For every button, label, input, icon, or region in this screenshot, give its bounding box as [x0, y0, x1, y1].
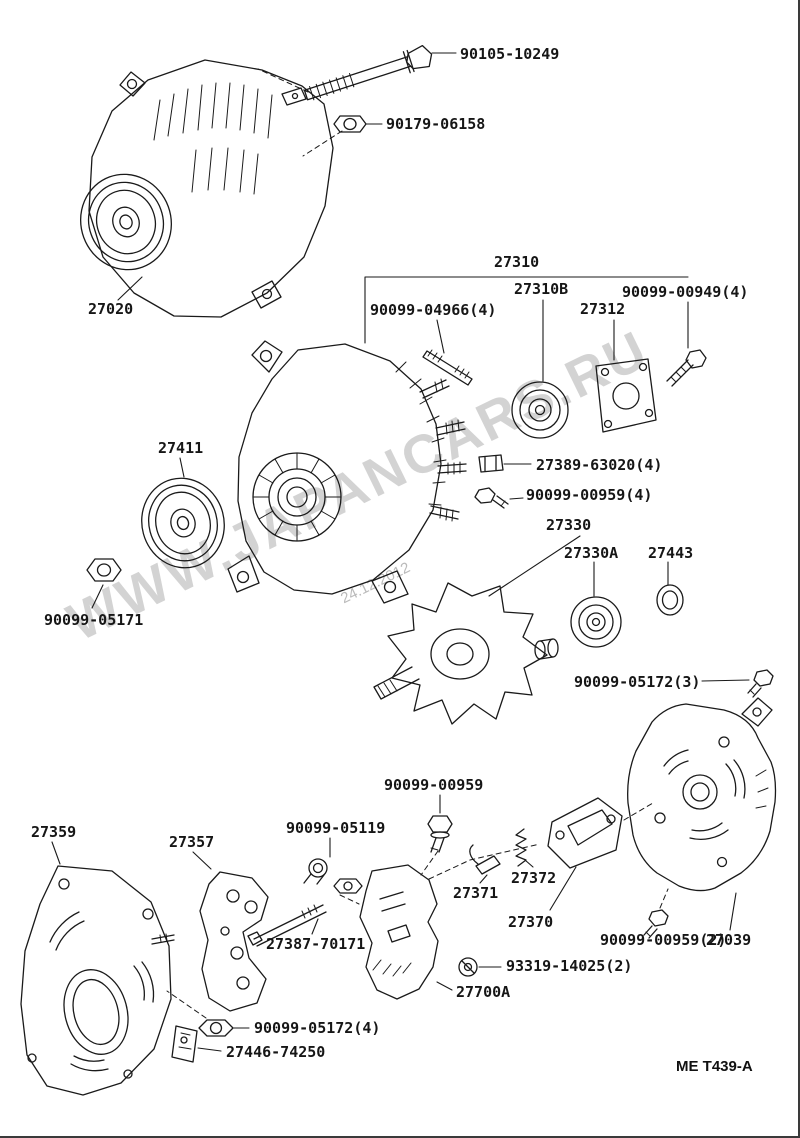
part-label-27700A: 27700A	[456, 983, 511, 1001]
screw-90099-00949-drawing	[666, 349, 707, 387]
part-label-27389-63020: 27389-63020(4)	[536, 456, 663, 474]
part-label-90105-10249: 90105-10249	[460, 45, 560, 63]
part-label-90099-00959: 90099-00959	[384, 776, 484, 794]
insulator-90099-05119-drawing	[303, 858, 363, 894]
rear-cover-27359-drawing	[20, 865, 175, 1096]
pulley-27411-drawing	[141, 477, 225, 569]
nut-90099-05171-drawing	[86, 558, 122, 582]
retainer-27312-drawing	[595, 358, 657, 433]
alternator-27020-drawing	[79, 59, 334, 318]
rear-housing-27039-drawing	[627, 697, 777, 892]
screw-90099-05172x3-drawing	[747, 669, 774, 698]
part-label-27312: 27312	[580, 300, 626, 318]
part-label-27330A: 27330A	[564, 544, 619, 562]
screw-90099-00959x4-drawing	[474, 487, 509, 509]
brush-27371-drawing	[469, 844, 501, 875]
bolt-90105-drawing	[303, 44, 433, 101]
nut-90179-drawing	[333, 115, 367, 133]
part-label-90099-05172x3: 90099-05172(3)	[574, 673, 701, 691]
dashed-assembly-lines	[166, 68, 669, 1019]
bearing-27310b-drawing	[511, 381, 569, 439]
part-label-90099-00959x4: 90099-00959(4)	[526, 486, 653, 504]
part-label-27371: 27371	[453, 884, 499, 902]
rectifier-27357-drawing	[199, 871, 269, 1012]
regulator-27700a-drawing	[359, 864, 439, 1000]
terminal-screw-93319-drawing	[458, 957, 478, 977]
seal-27443-drawing	[656, 584, 684, 616]
pulley-front-view	[79, 173, 173, 271]
spring-27372-drawing	[515, 828, 527, 867]
part-label-93319-14025: 93319-14025(2)	[506, 957, 633, 975]
part-label-27372: 27372	[511, 869, 557, 887]
part-label-27443: 27443	[648, 544, 694, 562]
part-label-90099-00949: 90099-00949(4)	[622, 283, 749, 301]
front-bracket-27310-drawing	[227, 340, 467, 604]
part-label-27310: 27310	[494, 253, 540, 271]
plate-27446-drawing	[171, 1025, 198, 1063]
part-label-27310B: 27310B	[514, 280, 569, 298]
screw-90099-00959-drawing	[427, 815, 453, 853]
part-label-27357: 27357	[169, 833, 215, 851]
stud-90099-04966-drawing	[422, 349, 473, 386]
part-label-27370: 27370	[508, 913, 554, 931]
part-label-27387-70171: 27387-70171	[266, 935, 366, 953]
part-label-27411: 27411	[158, 439, 204, 457]
brush-holder-27370-drawing	[547, 797, 623, 869]
nut-90099-05172x4-drawing	[198, 1019, 234, 1037]
part-label-27039: 27039	[706, 931, 752, 949]
part-label-90099-04966: 90099-04966(4)	[370, 301, 497, 319]
part-label-90099-05119: 90099-05119	[286, 819, 386, 837]
drawing-code: ME T439-A	[676, 1058, 753, 1075]
screw-90099-00959x2-drawing	[643, 909, 669, 939]
leader-lines	[51, 52, 750, 1052]
terminal-27389-drawing	[478, 454, 504, 473]
rotor-27330-drawing	[373, 582, 559, 725]
bolt-27387-drawing	[247, 904, 327, 947]
part-label-27020: 27020	[88, 300, 134, 318]
part-label-90179-06158: 90179-06158	[386, 115, 486, 133]
part-label-90099-05172x4: 90099-05172(4)	[254, 1019, 381, 1037]
part-label-90099-05171: 90099-05171	[44, 611, 144, 629]
part-label-90099-00959x2: 90099-00959(2)	[600, 931, 727, 949]
bearing-27330a-drawing	[570, 596, 622, 648]
part-label-27359: 27359	[31, 823, 77, 841]
part-label-27330: 27330	[546, 516, 592, 534]
part-label-27446-74250: 27446-74250	[226, 1043, 326, 1061]
